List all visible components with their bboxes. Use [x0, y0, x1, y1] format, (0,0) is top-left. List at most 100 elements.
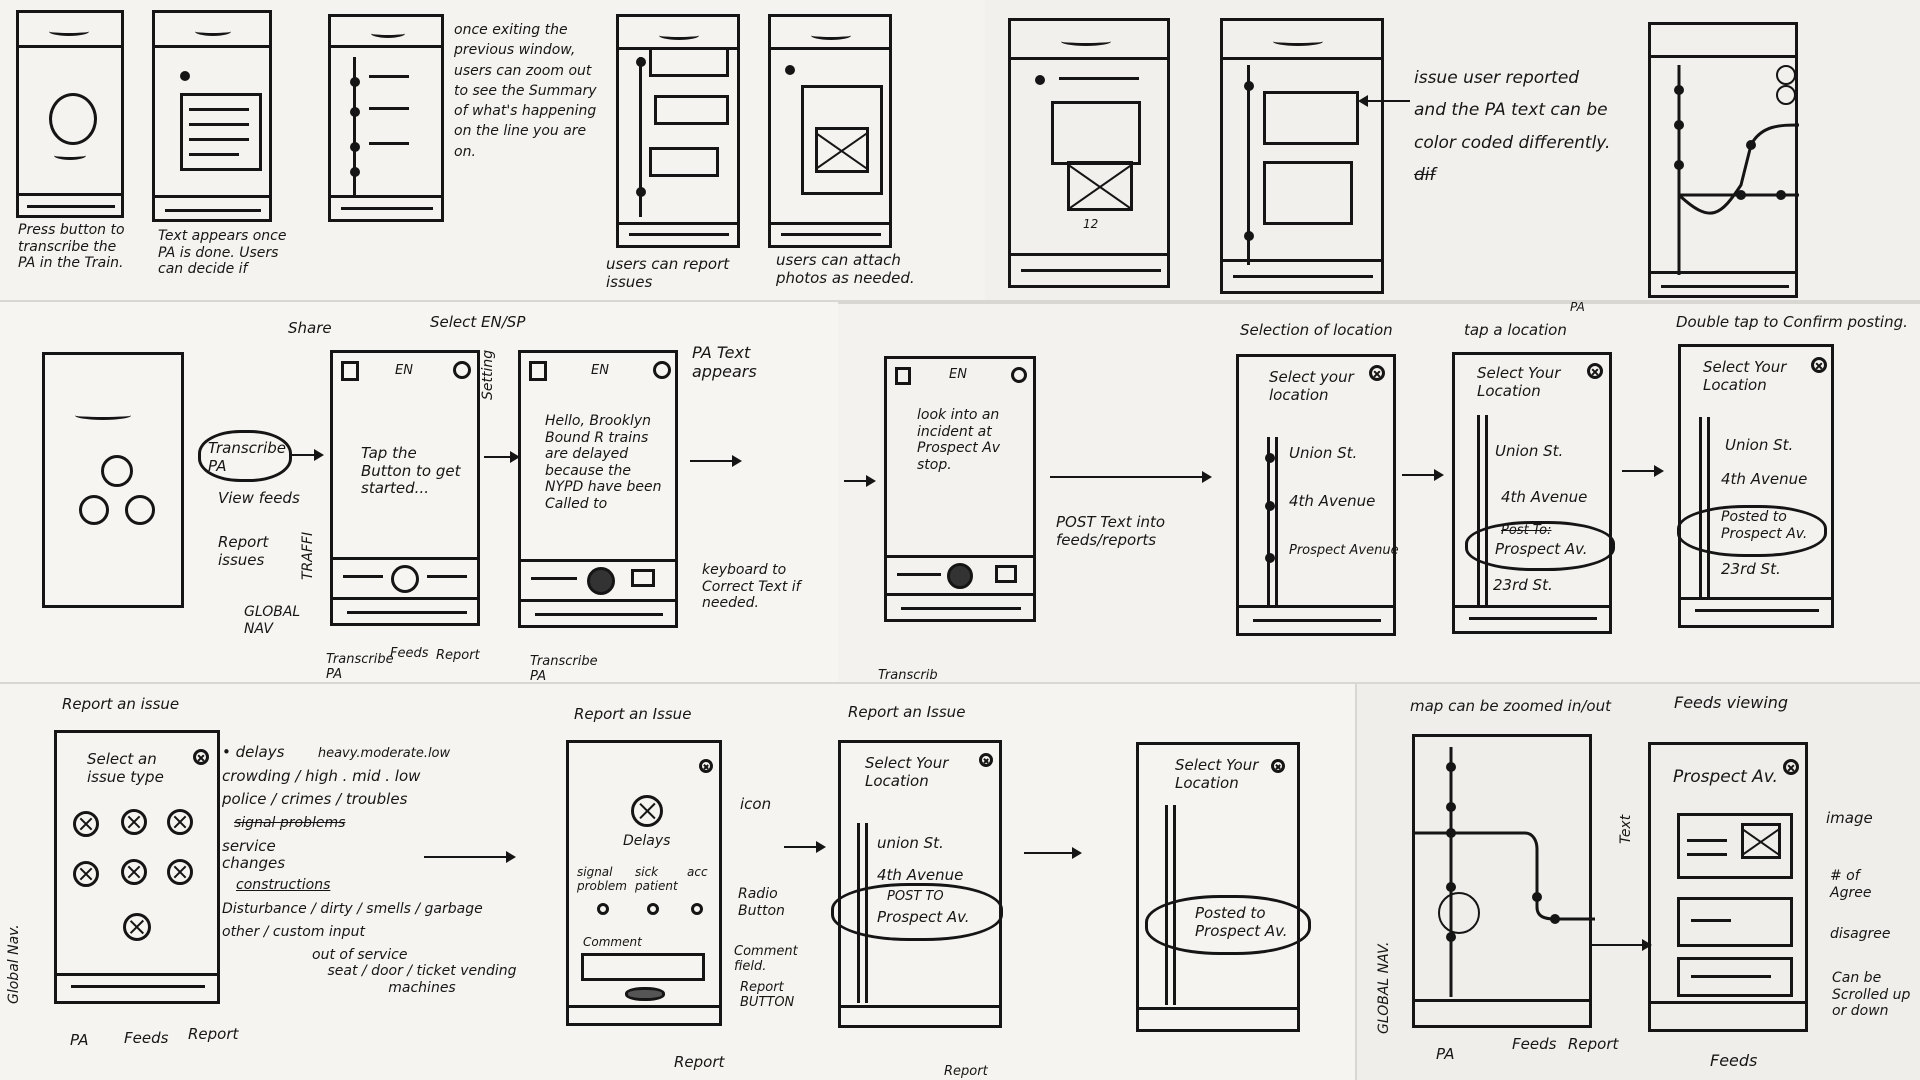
feed-image: [1741, 823, 1781, 859]
wireframe-phone-map: [1648, 22, 1800, 298]
sketch-sheet-mid-left: [0, 302, 838, 682]
issue-types-list: • delays heavy.moderate.low crowding / h…: [222, 743, 542, 996]
station-4th[interactable]: 4th Avenue: [1501, 488, 1588, 506]
wireframe-home: [42, 352, 184, 608]
close-icon[interactable]: [193, 749, 209, 765]
label-global-nav-side: Global Nav.: [6, 924, 22, 1004]
language-toggle[interactable]: EN: [395, 363, 413, 378]
option-acc[interactable]: acc: [687, 865, 708, 879]
title-report-issue: Report an issue: [62, 695, 180, 713]
title-double-tap: Double tap to Confirm posting.: [1676, 313, 1908, 331]
title-tap-location: tap a location: [1464, 321, 1567, 339]
wireframe-start: EN Tap the Button to get started...: [330, 350, 480, 626]
incident-text: look into an incident at Prospect Av sto…: [917, 407, 1001, 473]
issue-type-icon[interactable]: [121, 809, 147, 835]
delays-title: Delays: [623, 833, 671, 849]
issue-crowding: crowding / high . mid . low: [222, 766, 421, 785]
arrow-loc1-to-loc2: [1402, 469, 1444, 481]
view-feeds-button-sketch[interactable]: [125, 495, 155, 525]
issue-type-icon[interactable]: [73, 811, 99, 837]
close-icon[interactable]: [1587, 363, 1603, 379]
record-button[interactable]: [391, 565, 419, 593]
share-icon[interactable]: [895, 367, 911, 385]
title-feeds-viewing: Feeds viewing: [1674, 693, 1789, 712]
gear-icon[interactable]: [653, 361, 671, 379]
posted-confirmation: [1677, 505, 1827, 557]
station-4th[interactable]: 4th Avenue: [1721, 470, 1808, 488]
gear-icon[interactable]: [453, 361, 471, 379]
nav-label-feeds: Feeds: [124, 1029, 169, 1047]
radio-button[interactable]: [597, 903, 609, 915]
language-toggle[interactable]: EN: [591, 363, 609, 378]
language-toggle[interactable]: EN: [949, 367, 967, 382]
issue-type-icon[interactable]: [73, 861, 99, 887]
issue-type-icon[interactable]: [167, 809, 193, 835]
station-4th[interactable]: 4th Avenue: [877, 866, 964, 884]
issue-service: service changes: [222, 836, 286, 873]
label-report-issues: Report issues: [218, 533, 269, 569]
note-color-coded: issue user reported and the PA text can …: [1414, 62, 1614, 191]
radio-button[interactable]: [691, 903, 703, 915]
wireframe-phone-6: 12: [1008, 18, 1170, 288]
label-feeds-bottom: Feeds: [1710, 1051, 1758, 1070]
issue-type-icon[interactable]: [167, 859, 193, 885]
arrow-map-to-feeds: [1590, 939, 1652, 951]
feeds-station-title: Prospect Av.: [1673, 767, 1778, 787]
station-prospect[interactable]: Prospect Avenue: [1289, 543, 1399, 558]
label-report-bottom-2: Report: [944, 1064, 988, 1079]
wireframe-select-location-3: Select Your Location Union St. 4th Avenu…: [1677, 344, 1834, 628]
posted-to-text: Posted to: [1195, 904, 1266, 922]
issue-signal: signal problems: [234, 815, 346, 832]
wireframe-incident: EN look into an incident at Prospect Av …: [884, 356, 1036, 622]
wireframe-issue-form: Delays signal problem sick patient acc C…: [566, 740, 722, 1026]
report-button[interactable]: [625, 987, 665, 1001]
wireframe-issue-posted: Select Your Location Posted to Prospect …: [1136, 742, 1311, 1032]
select-location-title: Select Your Location: [1175, 756, 1259, 792]
station-union[interactable]: Union St.: [1495, 442, 1564, 460]
station-4th[interactable]: 4th Avenue: [1289, 492, 1376, 510]
selected-station-prospect[interactable]: Prospect Av.: [877, 908, 970, 926]
feed-card[interactable]: [1677, 813, 1793, 879]
wireframe-phone-5: [768, 14, 892, 248]
label-global-nav-side-2: GLOBAL NAV.: [1376, 941, 1392, 1034]
wireframe-select-location-2: Select Your Location Union St. 4th Avenu…: [1452, 352, 1615, 634]
arrow-to-note: [1360, 100, 1410, 102]
keyboard-icon[interactable]: [631, 569, 655, 587]
option-sick[interactable]: sick patient: [635, 865, 678, 894]
report-issues-button-sketch[interactable]: [79, 495, 109, 525]
issue-police: police / crimes / troubles: [222, 790, 408, 809]
posted-station: Prospect Av.: [1195, 921, 1288, 940]
share-icon[interactable]: [529, 361, 547, 381]
record-button[interactable]: [587, 567, 615, 595]
station-23rd[interactable]: 23rd St.: [1493, 576, 1553, 594]
arrow-incident-to-location: [1050, 471, 1212, 483]
transcribe-button-sketch[interactable]: [101, 455, 133, 487]
selected-station-prospect[interactable]: Prospect Av.: [1495, 540, 1588, 558]
close-icon[interactable]: [1783, 759, 1799, 775]
arrow-types-to-form: [424, 851, 516, 863]
arrow-home-to-start: [292, 449, 324, 461]
close-icon[interactable]: [1811, 357, 1827, 373]
issue-type-icon[interactable]: [123, 913, 151, 941]
feed-card[interactable]: [1677, 897, 1793, 947]
issue-type-icon[interactable]: [121, 859, 147, 885]
close-icon[interactable]: [699, 759, 713, 773]
label-text: Text: [1618, 814, 1634, 844]
station-union[interactable]: Union St.: [1725, 436, 1794, 454]
keyboard-icon[interactable]: [995, 565, 1017, 583]
gear-icon[interactable]: [1011, 367, 1027, 383]
comment-field[interactable]: [581, 953, 705, 981]
station-union[interactable]: union St.: [877, 834, 944, 852]
close-icon[interactable]: [1369, 365, 1385, 381]
close-icon[interactable]: [1271, 759, 1285, 773]
close-icon[interactable]: [979, 753, 993, 767]
station-23rd[interactable]: 23rd St.: [1721, 560, 1781, 578]
station-union[interactable]: Union St.: [1289, 444, 1358, 462]
selected-station-highlight: [831, 883, 1003, 941]
radio-button[interactable]: [647, 903, 659, 915]
start-prompt: Tap the Button to get started...: [361, 444, 461, 498]
option-signal[interactable]: signal problem: [577, 865, 627, 894]
feed-card[interactable]: [1677, 957, 1793, 997]
share-icon[interactable]: [341, 361, 359, 381]
record-button[interactable]: [947, 563, 973, 589]
